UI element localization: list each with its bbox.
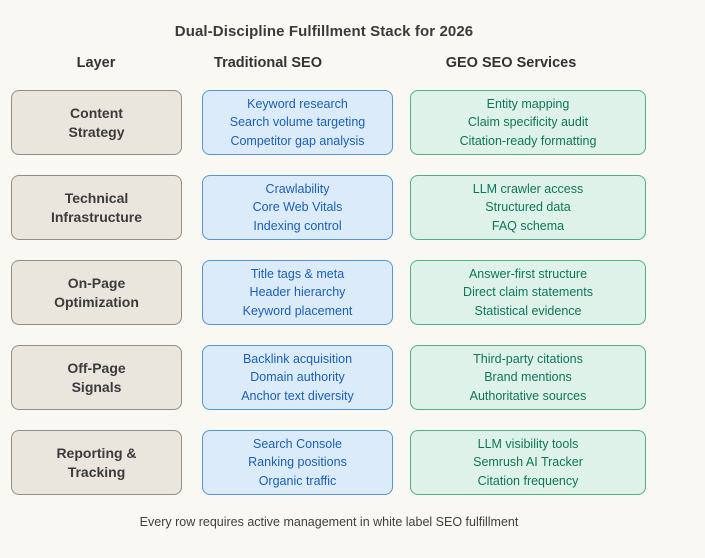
- geo-seo-box-technical-infrastructure: LLM crawler access Structured data FAQ s…: [410, 175, 646, 240]
- layer-label-line: Content: [70, 104, 123, 121]
- geo-item: Direct claim statements: [463, 285, 593, 300]
- layer-box-content-strategy: Content Strategy: [11, 90, 182, 155]
- layer-box-off-page-signals: Off-Page Signals: [11, 345, 182, 410]
- geo-item: Citation-ready formatting: [459, 133, 597, 148]
- traditional-item: Search Console: [253, 436, 342, 451]
- column-header-geo-seo-services: GEO SEO Services: [445, 55, 577, 71]
- column-header-layer: Layer: [76, 55, 116, 71]
- geo-item: Authoritative sources: [469, 388, 587, 403]
- geo-item: Citation frequency: [477, 473, 579, 488]
- traditional-item: Title tags & meta: [250, 266, 345, 281]
- geo-item: FAQ schema: [491, 218, 565, 233]
- traditional-item: Core Web Vitals: [252, 200, 343, 215]
- traditional-item: Anchor text diversity: [241, 388, 354, 403]
- diagram-title: Dual-Discipline Fulfillment Stack for 20…: [174, 23, 474, 40]
- geo-item: Entity mapping: [486, 96, 570, 111]
- traditional-item: Organic traffic: [258, 473, 337, 488]
- geo-seo-box-on-page-optimization: Answer-first structure Direct claim stat…: [410, 260, 646, 325]
- traditional-seo-box-off-page-signals: Backlink acquisition Domain authority An…: [202, 345, 393, 410]
- geo-item: Structured data: [485, 200, 571, 215]
- traditional-item: Header hierarchy: [249, 285, 346, 300]
- geo-item: Brand mentions: [484, 370, 572, 385]
- layer-box-reporting-tracking: Reporting & Tracking: [11, 430, 182, 495]
- traditional-seo-box-content-strategy: Keyword research Search volume targeting…: [202, 90, 393, 155]
- traditional-item: Domain authority: [250, 370, 345, 385]
- traditional-item: Keyword placement: [242, 303, 353, 318]
- layer-label-line: On-Page: [67, 274, 126, 291]
- layer-label-line: Infrastructure: [50, 208, 143, 225]
- geo-item: Semrush AI Tracker: [473, 455, 583, 470]
- traditional-seo-box-reporting-tracking: Search Console Ranking positions Organic…: [202, 430, 393, 495]
- traditional-item: Keyword research: [247, 96, 348, 111]
- traditional-seo-box-technical-infrastructure: Crawlability Core Web Vitals Indexing co…: [202, 175, 393, 240]
- geo-item: Claim specificity audit: [467, 115, 589, 130]
- geo-item: Third-party citations: [473, 351, 583, 366]
- traditional-item: Crawlability: [265, 181, 330, 196]
- geo-seo-box-content-strategy: Entity mapping Claim specificity audit C…: [410, 90, 646, 155]
- footer-note: Every row requires active management in …: [139, 515, 519, 529]
- layer-label-line: Off-Page: [67, 359, 126, 376]
- layer-label-line: Technical: [64, 189, 129, 206]
- layer-label-line: Reporting &: [56, 444, 137, 461]
- layer-label-line: Signals: [71, 378, 122, 395]
- layer-label-line: Strategy: [68, 123, 125, 140]
- geo-item: LLM visibility tools: [477, 436, 579, 451]
- geo-item: LLM crawler access: [472, 181, 584, 196]
- geo-item: Statistical evidence: [474, 303, 582, 318]
- layer-label-line: Tracking: [67, 463, 126, 480]
- traditional-item: Ranking positions: [248, 455, 347, 470]
- geo-seo-box-reporting-tracking: LLM visibility tools Semrush AI Tracker …: [410, 430, 646, 495]
- traditional-item: Competitor gap analysis: [230, 133, 365, 148]
- traditional-item: Backlink acquisition: [242, 351, 353, 366]
- traditional-item: Search volume targeting: [229, 115, 366, 130]
- column-header-traditional-seo: Traditional SEO: [214, 55, 322, 71]
- layer-box-on-page-optimization: On-Page Optimization: [11, 260, 182, 325]
- layer-box-technical-infrastructure: Technical Infrastructure: [11, 175, 182, 240]
- geo-seo-box-off-page-signals: Third-party citations Brand mentions Aut…: [410, 345, 646, 410]
- layer-label-line: Optimization: [54, 293, 139, 310]
- traditional-seo-box-on-page-optimization: Title tags & meta Header hierarchy Keywo…: [202, 260, 393, 325]
- geo-item: Answer-first structure: [468, 266, 588, 281]
- traditional-item: Indexing control: [253, 218, 342, 233]
